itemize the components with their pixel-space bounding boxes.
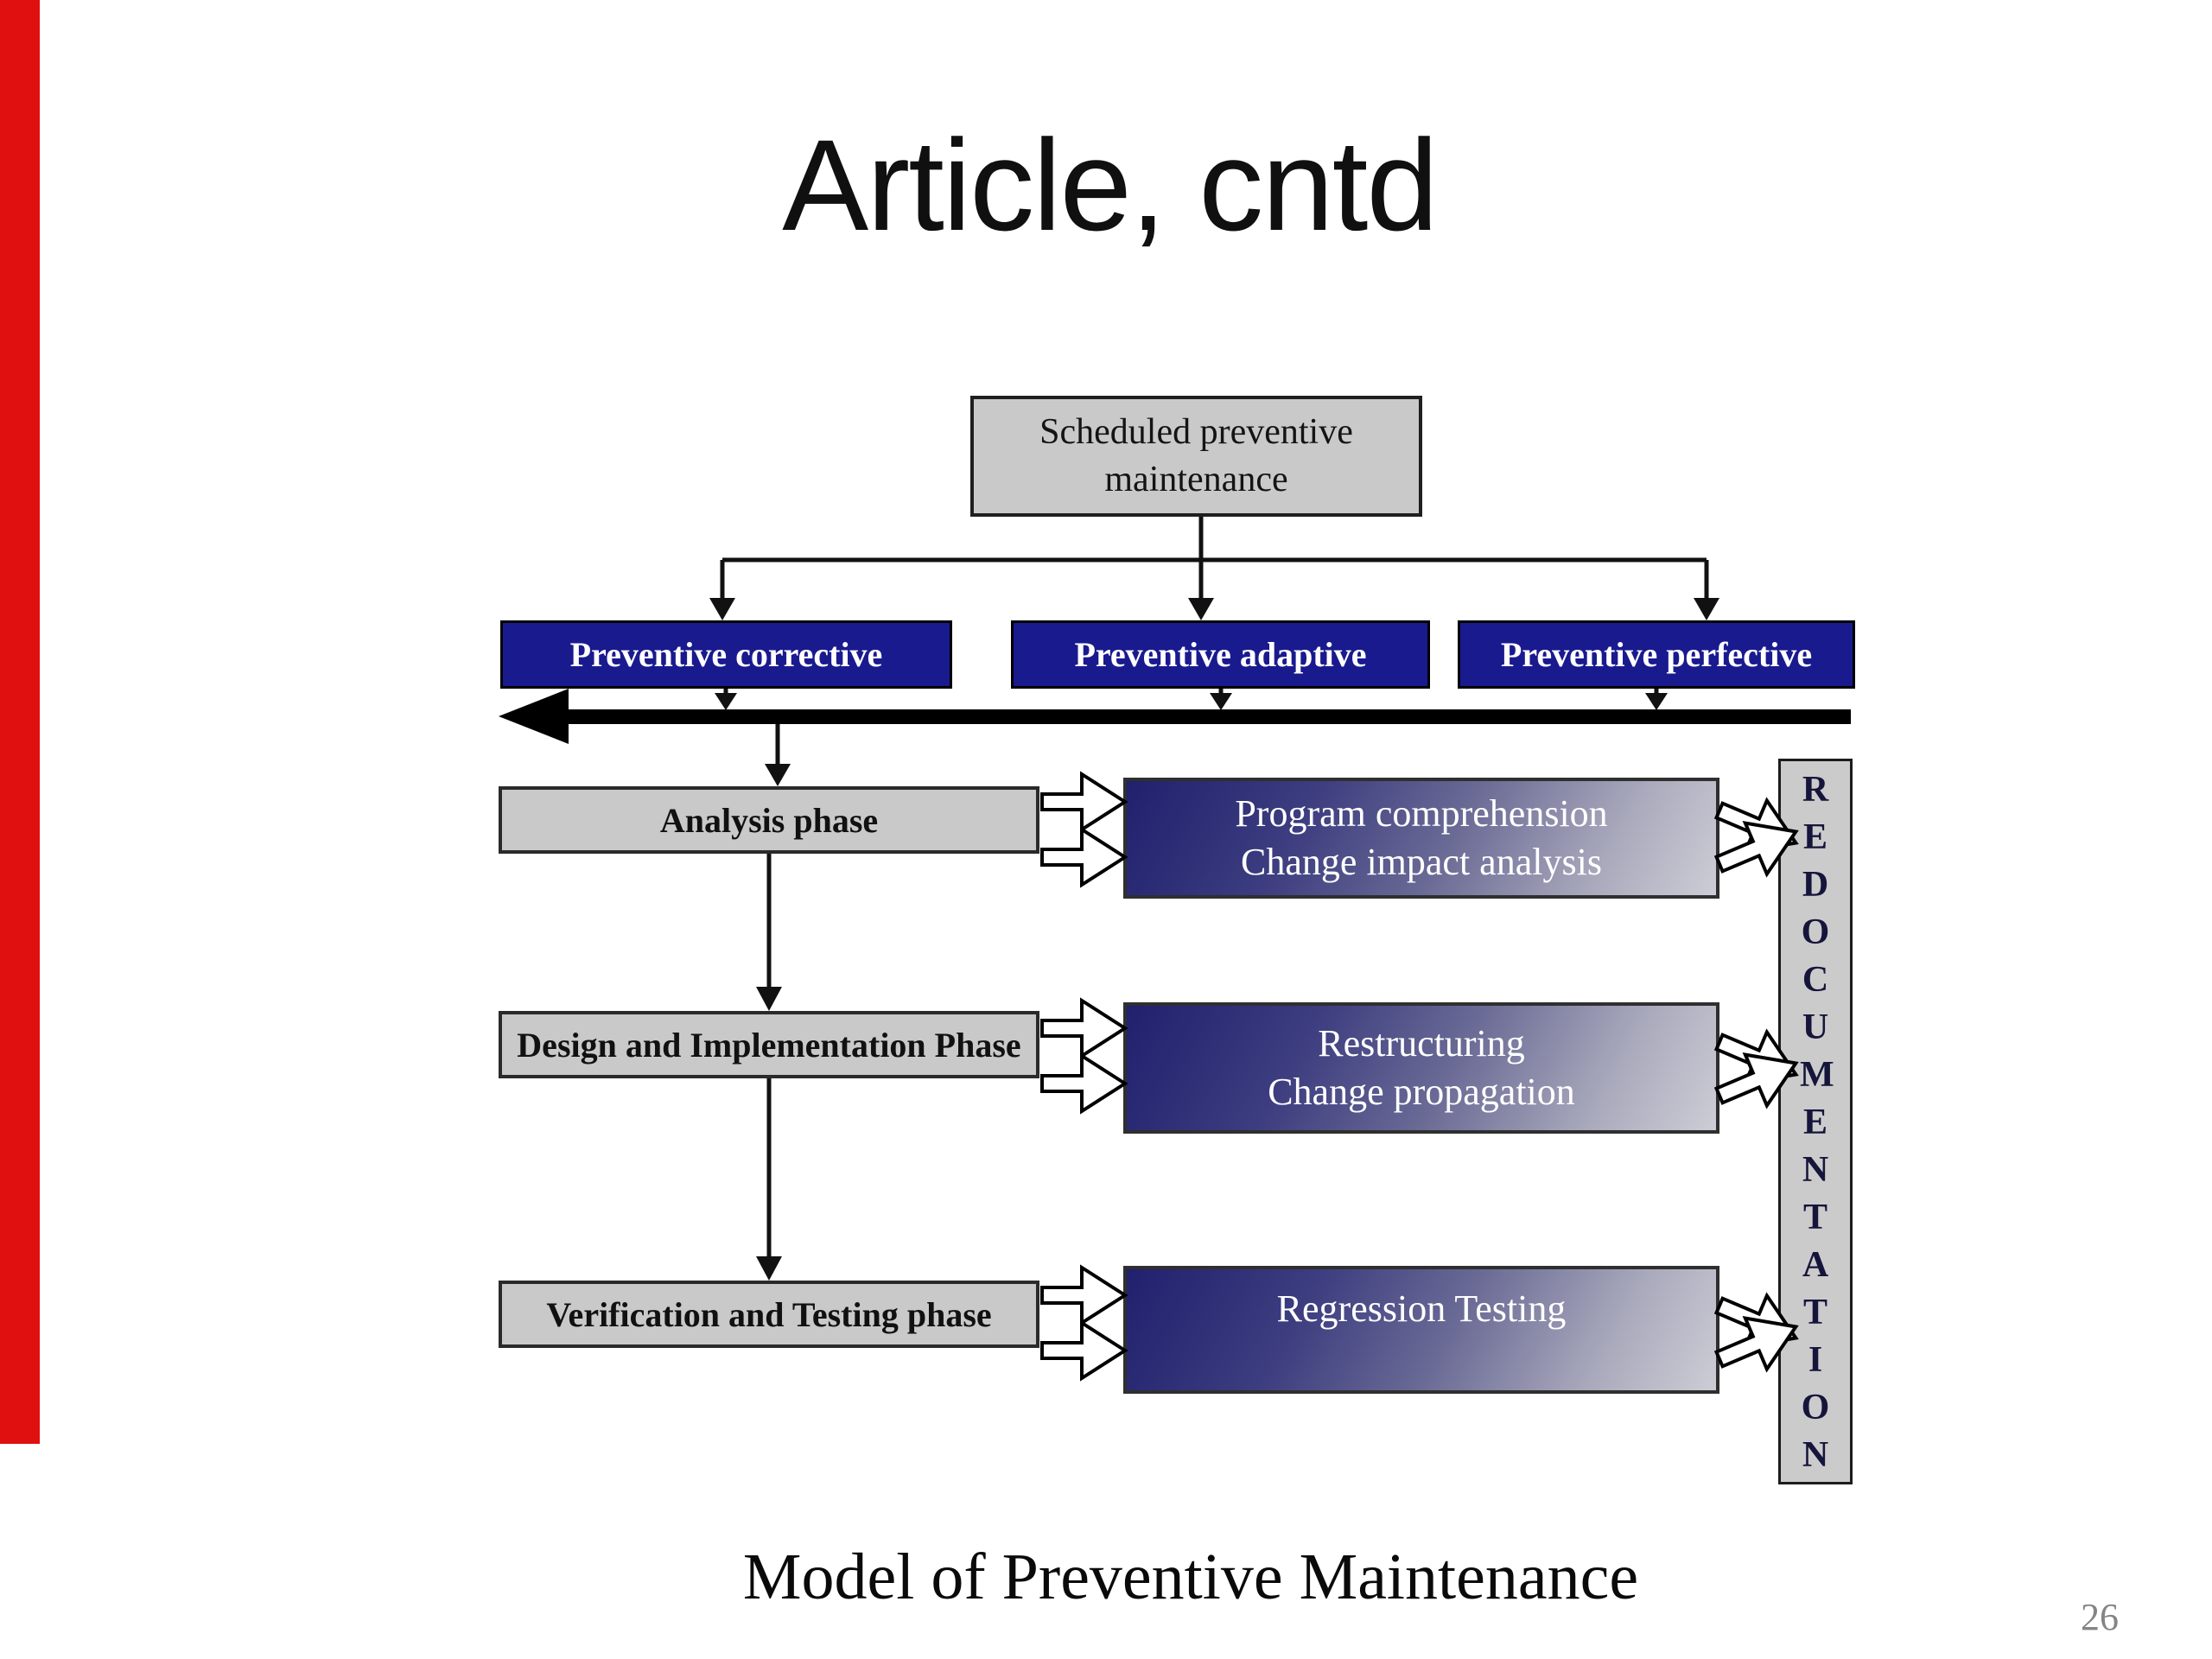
category-label: Preventive perfective [1500, 635, 1813, 674]
slide-title: Article, cntd [782, 112, 1439, 257]
redocumentation-box: REDOCUMENTATION [1778, 759, 1853, 1484]
category-box-preventive-corrective: Preventive corrective [500, 620, 952, 689]
activity-box-program-comprehension: Program comprehension Change impact anal… [1123, 778, 1719, 899]
activity-line: Change propagation [1268, 1071, 1575, 1113]
phase-label: Verification and Testing phase [546, 1294, 992, 1334]
root-box-scheduled-preventive-maintenance: Scheduled preventive maintenance [970, 396, 1422, 517]
activity-line: Regression Testing [1276, 1287, 1567, 1330]
category-label: Preventive corrective [569, 635, 883, 674]
phase-label: Analysis phase [659, 800, 879, 840]
phase-label: Design and Implementation Phase [517, 1025, 1021, 1065]
branch-connector [709, 517, 1719, 620]
red-accent-bar [0, 0, 40, 1444]
diagram-caption: Model of Preventive Maintenance [742, 1541, 1639, 1613]
phase-box-analysis: Analysis phase [499, 786, 1039, 854]
category-box-preventive-perfective: Preventive perfective [1458, 620, 1855, 689]
timeline-arrow [499, 689, 1851, 744]
phase-to-activity-arrows [1040, 772, 1127, 1380]
category-label: Preventive adaptive [1074, 635, 1367, 674]
activity-line: Restructuring [1318, 1021, 1525, 1065]
activity-line: Program comprehension [1235, 791, 1608, 835]
category-box-preventive-adaptive: Preventive adaptive [1011, 620, 1430, 689]
activity-line: Change impact analysis [1241, 841, 1602, 883]
category-to-timeline-arrows [715, 689, 1668, 710]
page-number: 26 [2081, 1596, 2119, 1638]
activity-box-regression-testing: Regression Testing [1123, 1266, 1719, 1394]
root-box-label: Scheduled preventive maintenance [1039, 411, 1353, 499]
phase-box-design-implementation: Design and Implementation Phase [499, 1011, 1039, 1078]
activity-box-restructuring: Restructuring Change propagation [1123, 1002, 1719, 1134]
phase-box-verification-testing: Verification and Testing phase [499, 1281, 1039, 1348]
